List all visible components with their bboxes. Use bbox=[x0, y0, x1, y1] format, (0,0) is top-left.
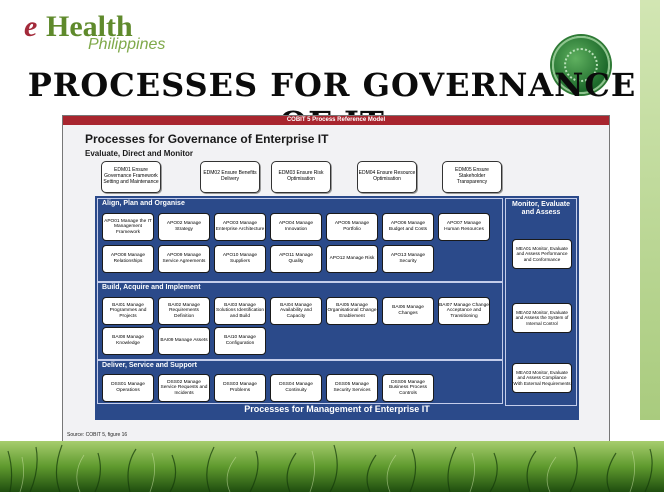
reference-model-figure: COBIT 5 Process Reference Model Processe… bbox=[62, 115, 610, 443]
bai-label: Build, Acquire and Implement bbox=[102, 284, 201, 291]
apo13-process: APO13 Manage Security bbox=[382, 245, 434, 273]
seal-logo-icon bbox=[552, 36, 610, 94]
apo11-process: APO11 Manage Quality bbox=[270, 245, 322, 273]
dss05-process: DSS05 Manage Security Services bbox=[326, 374, 378, 402]
dss03-process: DSS03 Manage Problems bbox=[214, 374, 266, 402]
source-note: Source: COBIT 5, figure 16 bbox=[67, 432, 128, 438]
bai01-process: BAI01 Manage Programmes and Projects bbox=[102, 297, 154, 325]
logo-e: e bbox=[24, 10, 38, 43]
apo08-process: APO08 Manage Relationships bbox=[102, 245, 154, 273]
dss02-process: DSS02 Manage Service Requests and Incide… bbox=[158, 374, 210, 402]
mea-label: Monitor, Evaluate and Assess bbox=[512, 201, 570, 217]
bai08-process: BAI08 Manage Knowledge bbox=[102, 327, 154, 355]
edm03-process: EDM03 Ensure Risk Optimisation bbox=[271, 161, 331, 193]
edm01-process: EDM01 Ensure Governance Framework Settin… bbox=[101, 161, 161, 193]
apo09-process: APO09 Manage Service Agreements bbox=[158, 245, 210, 273]
dss06-process: DSS06 Manage Business Process Controls bbox=[382, 374, 434, 402]
dss01-process: DSS01 Manage Operations bbox=[102, 374, 154, 402]
bai04-process: BAI04 Manage Availability and Capacity bbox=[270, 297, 322, 325]
apo-label: Align, Plan and Organise bbox=[102, 200, 185, 207]
apo12-process: APO12 Manage Risk bbox=[326, 245, 378, 273]
bai05-process: BAI05 Manage Organisational Change Enabl… bbox=[326, 297, 378, 325]
apo07-process: APO07 Manage Human Resources bbox=[438, 213, 490, 241]
apo-section: Align, Plan and Organise APO01 Manage th… bbox=[97, 198, 503, 282]
edm05-process: EDM05 Ensure Stakeholder Transparency bbox=[442, 161, 502, 193]
mea01-process: MEA01 Monitor, Evaluate and Assess Perfo… bbox=[512, 239, 572, 269]
apo06-process: APO06 Manage Budget and Costs bbox=[382, 213, 434, 241]
dss-label: Deliver, Service and Support bbox=[102, 362, 197, 369]
grass-footer-image bbox=[0, 441, 664, 492]
edm04-process: EDM04 Ensure Resource Optimisation bbox=[357, 161, 417, 193]
management-area: Align, Plan and Organise APO01 Manage th… bbox=[95, 196, 579, 420]
apo01-process: APO01 Manage the IT Management Framework bbox=[102, 213, 154, 241]
logo-main-text: Health bbox=[46, 10, 133, 43]
seal-inner-ring bbox=[564, 48, 598, 82]
apo10-process: APO10 Manage Suppliers bbox=[214, 245, 266, 273]
bai03-process: BAI03 Manage Solutions Identification an… bbox=[214, 297, 266, 325]
dss-section: Deliver, Service and Support DSS01 Manag… bbox=[97, 360, 503, 404]
logo-sub-text: Philippines bbox=[88, 36, 166, 53]
mea02-process: MEA02 Monitor, Evaluate and Assess the S… bbox=[512, 303, 572, 333]
apo04-process: APO04 Manage Innovation bbox=[270, 213, 322, 241]
bai07-process: BAI07 Manage Change Acceptance and Trans… bbox=[438, 297, 490, 325]
grass-illustration bbox=[7, 444, 653, 492]
apo03-process: APO03 Manage Enterprise Architecture bbox=[214, 213, 266, 241]
bai-section: Build, Acquire and Implement BAI01 Manag… bbox=[97, 282, 503, 360]
bai09-process: BAI09 Manage Assets bbox=[158, 327, 210, 355]
decorative-side-bar bbox=[640, 0, 660, 420]
governance-heading: Processes for Governance of Enterprise I… bbox=[85, 132, 329, 146]
edm02-process: EDM02 Ensure Benefits Delivery bbox=[200, 161, 260, 193]
management-caption: Processes for Management of Enterprise I… bbox=[244, 404, 430, 414]
edm-label: Evaluate, Direct and Monitor bbox=[85, 149, 194, 158]
reference-model-banner: COBIT 5 Process Reference Model bbox=[63, 116, 609, 125]
bai06-process: BAI06 Manage Changes bbox=[382, 297, 434, 325]
mea-section: Monitor, Evaluate and Assess MEA01 Monit… bbox=[505, 198, 577, 406]
bai02-process: BAI02 Manage Requirements Definition bbox=[158, 297, 210, 325]
apo02-process: APO02 Manage Strategy bbox=[158, 213, 210, 241]
mea03-process: MEA03 Monitor, Evaluate and Assess Compl… bbox=[512, 363, 572, 393]
dss04-process: DSS04 Manage Continuity bbox=[270, 374, 322, 402]
bai10-process: BAI10 Manage Configuration bbox=[214, 327, 266, 355]
apo05-process: APO05 Manage Portfolio bbox=[326, 213, 378, 241]
